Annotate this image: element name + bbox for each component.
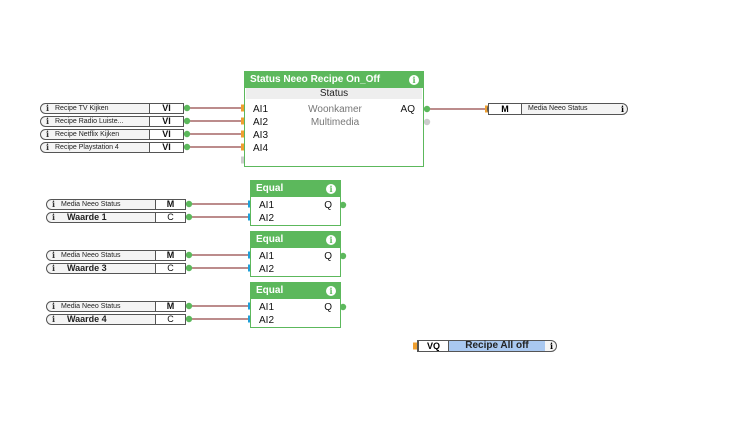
block-title: Equal [251, 181, 340, 197]
input-label: Waarde 4 [67, 315, 107, 324]
output-pin[interactable] [183, 130, 191, 138]
equal2-input-2[interactable]: i Waarde 3 C [46, 263, 186, 274]
info-icon[interactable]: i [45, 103, 50, 113]
input-label: Media Neeo Status [61, 252, 121, 259]
input-label: Recipe TV Kijken [55, 105, 109, 112]
input-type: C [155, 212, 186, 223]
output-pin[interactable] [339, 303, 347, 311]
vi-input-4[interactable]: i Recipe Playstation 4 VI [40, 142, 184, 153]
status-neeo-recipe-block[interactable]: Status Neeo Recipe On_Off i Status AI1 A… [244, 71, 424, 167]
info-icon[interactable]: i [326, 184, 336, 194]
vi-input-1[interactable]: i Recipe TV Kijken VI [40, 103, 184, 114]
info-icon[interactable]: i [51, 212, 56, 222]
output-pin[interactable] [423, 105, 431, 113]
block-title: Equal [251, 232, 340, 248]
output-type: VQ [418, 340, 449, 352]
input-type: M [155, 301, 186, 312]
output-pin[interactable] [183, 104, 191, 112]
wires [187, 107, 485, 320]
status-label: Status [246, 88, 422, 99]
vi-input-3[interactable]: i Recipe Netflix Kijken VI [40, 129, 184, 140]
equal3-input-1[interactable]: i Media Neeo Status M [46, 301, 186, 312]
vq-output[interactable]: VQ Recipe All off i [417, 340, 557, 352]
input-type: M [155, 199, 186, 210]
block-title: Equal [251, 283, 340, 299]
equal-block-1[interactable]: Equal i AI1 AI2 Q [250, 180, 341, 226]
input-type: VI [149, 116, 184, 127]
output-pin[interactable] [185, 200, 193, 208]
input-label: Recipe Radio Luiste... [55, 118, 124, 125]
output-label: Media Neeo Status [528, 105, 588, 112]
info-icon[interactable]: i [45, 116, 50, 126]
pin-q: Q [324, 302, 332, 313]
output-pin[interactable] [185, 213, 193, 221]
input-label: Waarde 1 [67, 213, 107, 222]
info-icon[interactable]: i [45, 142, 50, 152]
output-pin[interactable] [339, 201, 347, 209]
pin-aq: AQ [400, 104, 415, 115]
output-pin[interactable] [183, 143, 191, 151]
info-icon[interactable]: i [409, 75, 419, 85]
pin-ai3: AI3 [253, 130, 269, 141]
info-icon[interactable]: i [326, 286, 336, 296]
text-multimedia: Multimedia [310, 117, 360, 128]
output-pin[interactable] [185, 302, 193, 310]
pin-ai1: AI1 [259, 200, 275, 211]
block-title: Status Neeo Recipe On_Off [245, 72, 423, 88]
info-icon[interactable]: i [51, 301, 56, 311]
input-type: C [155, 263, 186, 274]
pin-ai4: AI4 [253, 143, 269, 154]
output-pin-empty[interactable] [423, 118, 431, 126]
input-label: Waarde 3 [67, 264, 107, 273]
input-label: Recipe Netflix Kijken [55, 131, 120, 138]
input-label: Media Neeo Status [61, 303, 121, 310]
vi-input-2[interactable]: i Recipe Radio Luiste... VI [40, 116, 184, 127]
equal-block-3[interactable]: Equal i AI1 AI2 Q [250, 282, 341, 328]
pin-ai2: AI2 [259, 315, 275, 326]
info-icon[interactable]: i [326, 235, 336, 245]
pin-ai1: AI1 [259, 251, 275, 262]
text-woonkamer: Woonkamer [308, 104, 362, 115]
info-icon[interactable]: i [620, 104, 624, 114]
input-type: VI [149, 129, 184, 140]
output-pin[interactable] [185, 315, 193, 323]
output-pin[interactable] [185, 264, 193, 272]
info-icon[interactable]: i [45, 129, 50, 139]
equal2-input-1[interactable]: i Media Neeo Status M [46, 250, 186, 261]
input-type: M [155, 250, 186, 261]
info-icon[interactable]: i [51, 250, 56, 260]
output-pin[interactable] [185, 251, 193, 259]
output-type: M [488, 103, 522, 115]
input-type: C [155, 314, 186, 325]
output-pin[interactable] [183, 117, 191, 125]
info-icon[interactable]: i [51, 199, 56, 209]
equal1-input-1[interactable]: i Media Neeo Status M [46, 199, 186, 210]
pin-ai1: AI1 [253, 104, 269, 115]
pin-ai2: AI2 [259, 213, 275, 224]
equal1-input-2[interactable]: i Waarde 1 C [46, 212, 186, 223]
equal3-input-2[interactable]: i Waarde 4 C [46, 314, 186, 325]
output-pin[interactable] [339, 252, 347, 260]
info-icon[interactable]: i [549, 341, 553, 351]
input-label: Recipe Playstation 4 [55, 144, 119, 151]
pin-ai2: AI2 [253, 117, 269, 128]
input-type: VI [149, 103, 184, 114]
pin-q: Q [324, 251, 332, 262]
pin-q: Q [324, 200, 332, 211]
input-pin[interactable] [413, 342, 418, 350]
pin-ai2: AI2 [259, 264, 275, 275]
info-icon[interactable]: i [51, 314, 56, 324]
info-icon[interactable]: i [51, 263, 56, 273]
output-label: Recipe All off [449, 341, 545, 351]
status-output[interactable]: M Media Neeo Status i [487, 103, 628, 115]
pin-ai1: AI1 [259, 302, 275, 313]
input-type: VI [149, 142, 184, 153]
input-label: Media Neeo Status [61, 201, 121, 208]
equal-block-2[interactable]: Equal i AI1 AI2 Q [250, 231, 341, 277]
